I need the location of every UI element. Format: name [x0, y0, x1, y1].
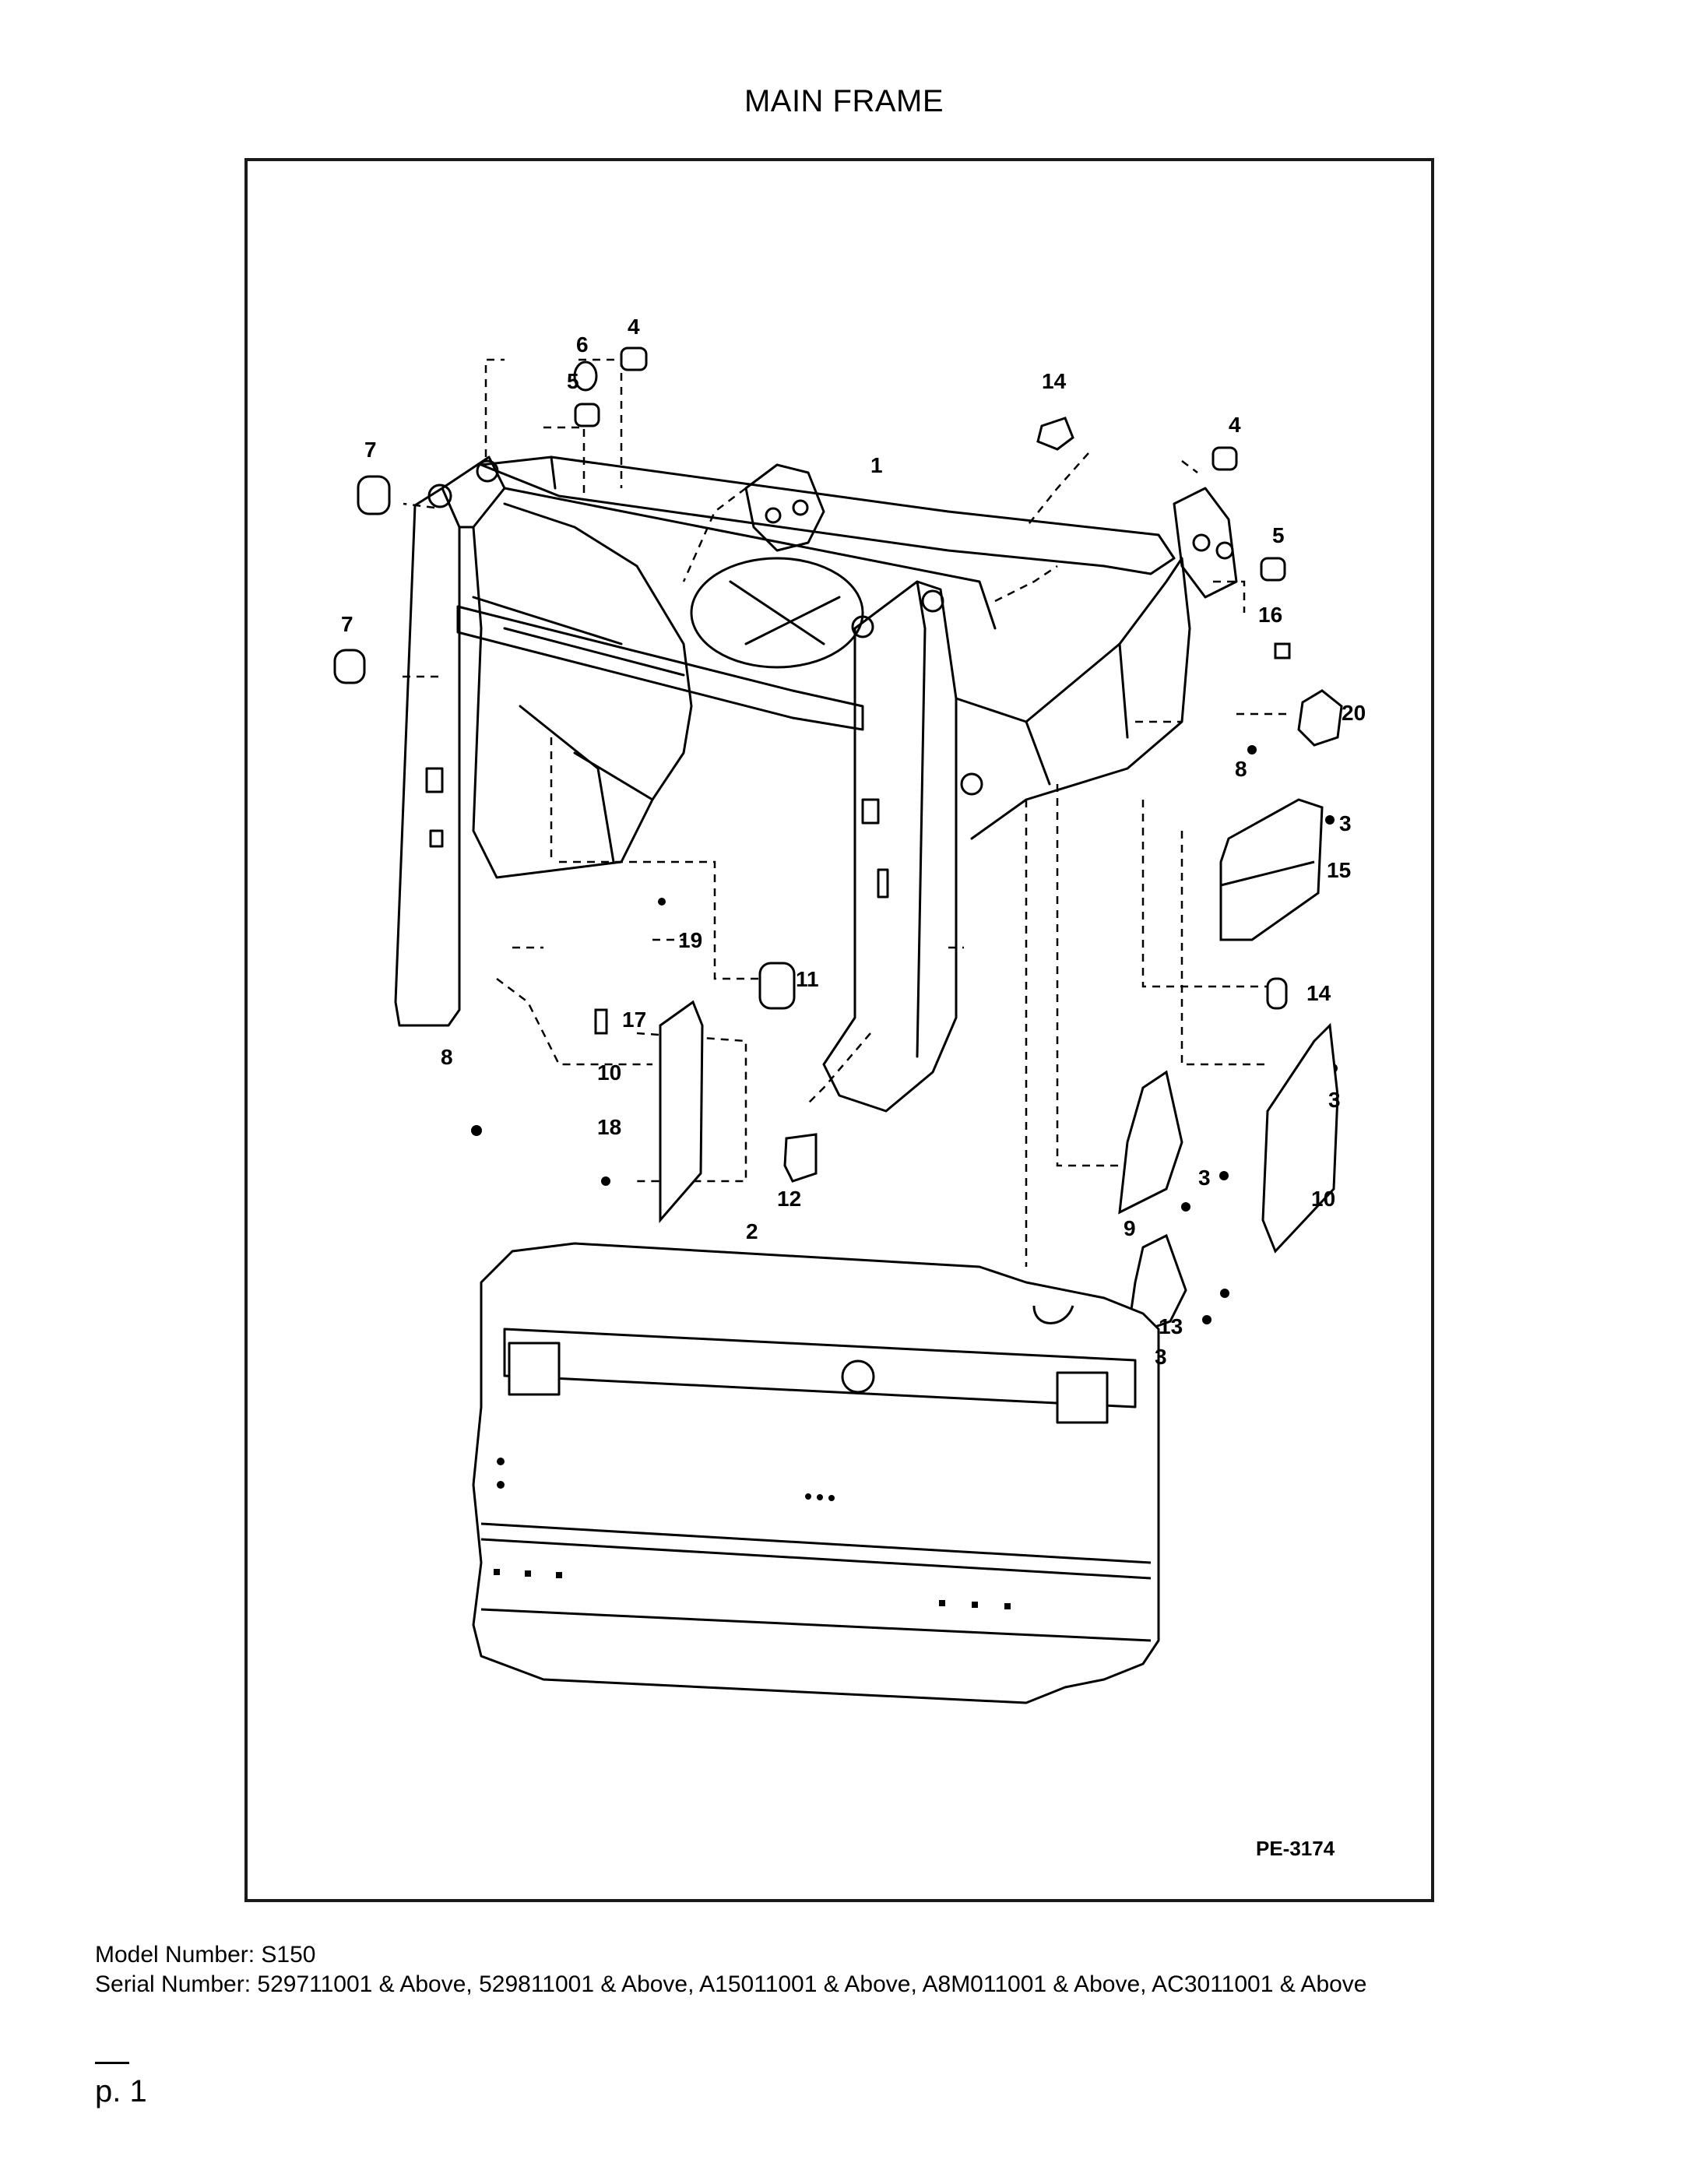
part-bolt-17: [594, 1008, 608, 1035]
part-pivot-7b: [333, 649, 366, 684]
part-washer-6: [573, 360, 598, 392]
callout-10b: 10: [1311, 1187, 1335, 1211]
callout-7a: 7: [364, 438, 377, 462]
rear-panel-center-hole: [841, 1359, 875, 1394]
part-plate-15: [1219, 798, 1324, 941]
model-number: Model Number: S150: [95, 1942, 316, 1968]
rear-panel-left-light: [508, 1342, 561, 1396]
callout-7b: 7: [341, 612, 353, 636]
callout-3b: 3: [1328, 1088, 1341, 1112]
callout-1: 1: [870, 453, 883, 477]
frame-left-upright: [394, 487, 461, 1027]
frame-right-upright: [822, 580, 958, 1113]
part-pivot-7: [357, 475, 391, 515]
part-mount-11: [758, 962, 796, 1010]
page-number: p. 1: [95, 2074, 147, 2108]
callout-14b: 14: [1306, 981, 1331, 1005]
callout-5a: 5: [567, 369, 579, 393]
callout-8a: 8: [441, 1045, 453, 1069]
footer-info: Model Number: S150 Serial Number: 529711…: [95, 1940, 1605, 1999]
callout-5b: 5: [1272, 523, 1285, 547]
callout-2: 2: [746, 1219, 758, 1243]
part-gusset-9: [1118, 1070, 1183, 1215]
frame-hinge-bracket-left: [744, 463, 825, 552]
part-nut-14b: [1266, 977, 1288, 1010]
part-shield-10-right: [1261, 1022, 1339, 1254]
callout-6: 6: [576, 332, 589, 357]
callout-12: 12: [777, 1187, 801, 1211]
exploded-view-drawing: 1 2 3 3 3 3 4 4 5 5 6 7 7 8 8 9 10 10 11…: [333, 315, 1366, 1860]
part-nut-14: [1036, 417, 1074, 451]
part-bushing-4b: [1211, 446, 1238, 471]
frame-right-rear-side: [955, 557, 1191, 840]
callout-14a: 14: [1042, 369, 1067, 393]
page-rule: [95, 2062, 129, 2064]
parts-diagram: 1 2 3 3 3 3 4 4 5 5 6 7 7 8 8 9 10 10 11…: [244, 158, 1434, 1902]
callout-17: 17: [622, 1008, 646, 1032]
callout-18: 18: [597, 1115, 621, 1139]
callout-20: 20: [1342, 701, 1366, 725]
part-shield-10-left: [659, 1000, 704, 1224]
frame-hinge-bracket-right: [1173, 487, 1238, 599]
part-bushing-5b: [1260, 557, 1286, 582]
callout-10a: 10: [597, 1060, 621, 1085]
callout-15: 15: [1327, 858, 1351, 882]
callout-9: 9: [1124, 1216, 1136, 1240]
callout-4b: 4: [1229, 413, 1241, 437]
callout-19: 19: [678, 928, 702, 952]
serial-number: Serial Number: 529711001 & Above, 529811…: [95, 1971, 1367, 1997]
callout-16: 16: [1258, 603, 1282, 627]
frame-front-crossbar: [456, 605, 864, 731]
callout-8b: 8: [1235, 757, 1247, 781]
callout-3d: 3: [1155, 1345, 1167, 1369]
part-gusset-13: [1126, 1233, 1187, 1339]
callout-3a: 3: [1339, 811, 1352, 835]
rear-panel-2: [472, 1242, 1160, 1704]
page-title: MAIN FRAME: [744, 84, 944, 118]
callout-4a: 4: [628, 315, 640, 339]
figure-code: PE-3174: [1256, 1837, 1335, 1860]
callout-13: 13: [1159, 1314, 1183, 1338]
frame-left-inner-panel: [472, 502, 693, 879]
part-plate-20: [1297, 689, 1343, 747]
rear-panel-right-light: [1056, 1371, 1109, 1424]
part-bracket-12: [783, 1133, 818, 1183]
part-bolt-16: [1274, 642, 1291, 659]
callout-3c: 3: [1198, 1166, 1211, 1190]
part-bushing-5: [574, 403, 600, 427]
part-bushing-4: [620, 346, 648, 371]
callout-11: 11: [796, 967, 819, 991]
